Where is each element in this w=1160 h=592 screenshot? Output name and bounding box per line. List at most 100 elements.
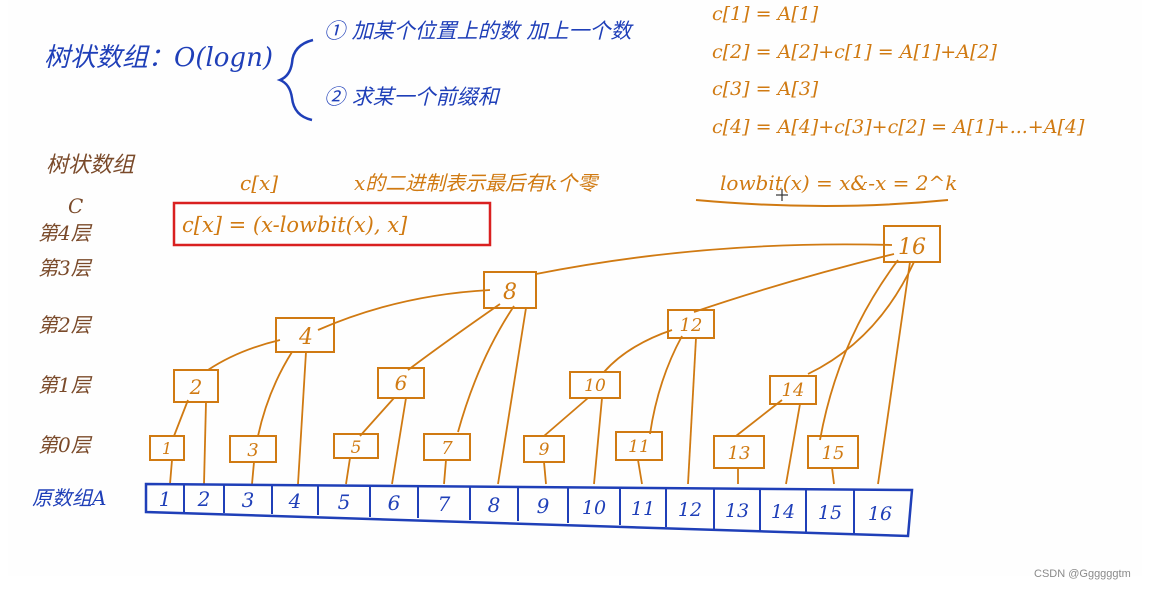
tree-node: 15	[807, 435, 859, 469]
edge-11-a11	[637, 459, 643, 485]
edge-9-a9	[543, 461, 547, 485]
edge-4-a4	[297, 351, 307, 485]
edge-8-4	[317, 289, 491, 331]
array-cell-9: 9	[537, 494, 550, 518]
node-label: 13	[728, 443, 751, 464]
operation-2-text: ② 求某一个前缀和	[324, 85, 501, 109]
tree-node: 8	[483, 271, 537, 309]
array-cell-13: 13	[725, 500, 749, 522]
section-label: 树状数组	[46, 153, 136, 178]
node-label: 6	[395, 371, 408, 395]
layer-label-1: 第1层	[38, 373, 93, 397]
edge-2-1	[173, 399, 189, 437]
node-label: 3	[247, 440, 258, 461]
edge-14-a14	[785, 403, 801, 485]
layer-label-0: 第0层	[38, 433, 93, 457]
tree-node: 9	[523, 435, 565, 463]
edge-14-13	[735, 399, 783, 437]
edge-10-a10	[593, 397, 603, 485]
example-c3: c[3] = A[3]	[712, 78, 819, 100]
operation-1-text: ① 加某个位置上的数 加上一个数	[324, 19, 634, 43]
example-c2: c[2] = A[2]+c[1] = A[1]+A[2]	[712, 41, 997, 63]
edge-3-a3	[251, 461, 255, 485]
cursor-icon	[776, 189, 788, 201]
edge-6-a6	[391, 397, 407, 485]
edge-1-a1	[169, 459, 173, 485]
node-label: 9	[539, 440, 550, 460]
tree-node: 16	[883, 225, 941, 263]
node-label: 5	[351, 438, 362, 458]
array-cell-14: 14	[771, 501, 795, 523]
edge-12-11	[649, 335, 683, 435]
tree-node: 3	[229, 435, 277, 463]
base-array-label: 原数组A	[32, 486, 106, 510]
node-label: 12	[680, 315, 703, 336]
edge-16-a16	[877, 261, 911, 485]
tree-node: 6	[377, 367, 425, 399]
edge-5-a5	[345, 457, 351, 485]
whiteboard: 树状数组：O(logn) ① 加某个位置上的数 加上一个数 ② 求某一个前缀和 …	[8, 0, 1142, 576]
edge-16-14	[807, 261, 915, 375]
array-cell-15: 15	[818, 502, 842, 524]
edge-12-10	[603, 329, 673, 373]
tree-nodes: 16 8 4 12 2	[149, 225, 941, 469]
array-cell-16: 16	[868, 503, 892, 525]
layer-label-4: 第4层	[38, 221, 93, 245]
array-cell-7: 7	[438, 492, 451, 516]
tree-node: 10	[569, 371, 621, 399]
node-label: 1	[162, 439, 172, 458]
tree-node: 7	[423, 433, 471, 461]
edge-8-6	[407, 303, 501, 371]
watermark-text: CSDN @Ggggggtm	[1034, 568, 1131, 580]
edge-10-9	[543, 397, 589, 437]
node-label: 8	[503, 280, 517, 305]
tree-edges	[169, 243, 915, 485]
edge-8-7	[457, 305, 515, 433]
cx-label: c[x]	[240, 171, 278, 195]
edge-16-12	[693, 253, 895, 313]
node-label: 4	[298, 325, 313, 350]
edge-16-15	[819, 259, 899, 441]
edge-7-a7	[443, 459, 447, 485]
node-label: 16	[898, 235, 926, 260]
edge-4-3	[257, 351, 293, 437]
node-label: 14	[782, 380, 805, 401]
example-c4: c[4] = A[4]+c[3]+c[2] = A[1]+...+A[4]	[712, 116, 1085, 138]
node-label: 7	[441, 438, 453, 459]
brace-mark	[276, 38, 314, 122]
array-cell-1: 1	[159, 487, 172, 511]
node-label: 10	[584, 376, 606, 396]
edge-6-5	[359, 397, 395, 437]
array-outline	[144, 482, 914, 538]
array-cell-11: 11	[631, 498, 655, 520]
tree-node: 1	[149, 435, 185, 461]
node-label: 2	[189, 375, 203, 399]
node-label: 15	[822, 443, 845, 464]
tree-node: 13	[713, 435, 765, 469]
edge-16-8	[535, 243, 893, 275]
range-formula: c[x] = (x-lowbit(x), x]	[182, 213, 408, 237]
array-cell-12: 12	[678, 499, 702, 521]
level-note: C	[68, 194, 83, 218]
array-cell-8: 8	[488, 493, 501, 517]
fenwick-tree-diagram: 树状数组：O(logn) ① 加某个位置上的数 加上一个数 ② 求某一个前缀和 …	[32, 3, 1085, 538]
node-label: 11	[628, 437, 650, 457]
binary-note: x的二进制表示最后有k个零	[354, 171, 599, 195]
title-text: 树状数组：O(logn)	[44, 43, 273, 73]
tree-node: 2	[173, 369, 219, 403]
edge-8-a8	[497, 307, 527, 485]
array-cell-10: 10	[582, 497, 606, 519]
lowbit-formula: lowbit(x) = x&-x = 2^k	[720, 171, 957, 195]
layer-label-2: 第2层	[38, 313, 93, 337]
array-cell-2: 2	[197, 487, 211, 511]
tree-node: 14	[769, 375, 817, 405]
layer-label-3: 第3层	[38, 256, 93, 280]
array-cell-4: 4	[288, 489, 302, 513]
array-cell-5: 5	[338, 490, 351, 514]
array-cell-6: 6	[388, 491, 401, 515]
lowbit-underline	[695, 199, 949, 207]
original-array: 1 2 3 4 5 6 7 8 9 10 11 12 13 14 15 16	[144, 482, 914, 538]
range-formula-box	[172, 201, 492, 247]
tree-node: 4	[275, 317, 335, 353]
